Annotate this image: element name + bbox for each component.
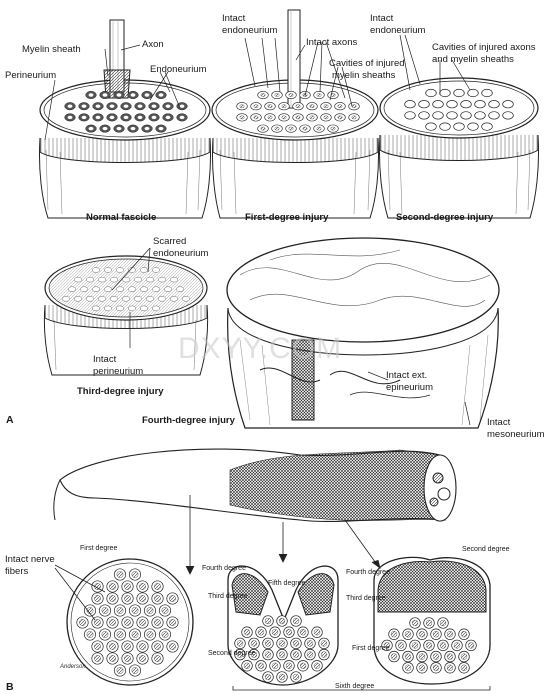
label-scarred-endoneurium: Scarred [153, 236, 186, 247]
label-myelin-sheath: Myelin sheath [22, 44, 81, 55]
panel-label-a: A [6, 414, 14, 426]
label-endoneurium: Endoneurium [150, 64, 207, 75]
label-intact-endoneurium-b: Intact [370, 13, 394, 24]
label-cavities-axons-2: and myelin sheaths [432, 54, 514, 65]
label-intact-mesoneurium: Intact [487, 417, 511, 428]
caption-second: Second-degree injury [396, 212, 494, 223]
nerve-trunk-drawing [53, 448, 457, 522]
label-cavities-myelin: Cavities of injured [329, 58, 405, 69]
label-axon: Axon [142, 39, 164, 50]
label-intact-axons: Intact axons [306, 37, 357, 48]
label-first-degree-a: First degree [80, 545, 117, 552]
caption-normal: Normal fascicle [86, 212, 156, 223]
label-fourth-degree-b: Fourth degree [346, 569, 390, 576]
caption-fourth: Fourth-degree injury [142, 415, 236, 426]
label-intact-ext-epineurium: Intact ext. [386, 370, 427, 381]
label-intact-mesoneurium-2: mesoneurium [487, 429, 545, 440]
caption-third: Third-degree injury [77, 386, 164, 397]
label-cavities-myelin-2: myelin sheaths [332, 70, 396, 81]
label-second-degree-a: Second degree [208, 650, 256, 657]
label-intact-endoneurium-b-2: endoneurium [370, 25, 426, 36]
cross-section-middle [227, 565, 339, 686]
cross-section-first [66, 558, 194, 686]
label-intact-endoneurium-a: Intact [222, 13, 246, 24]
label-cavities-axons: Cavities of injured axons [432, 42, 536, 53]
label-fourth-degree-a: Fourth degree [202, 565, 246, 572]
label-scarred-endoneurium-2: endoneurium [153, 248, 209, 259]
panel-label-b: B [6, 681, 14, 693]
label-intact-ext-epineurium-2: epineurium [386, 382, 433, 393]
label-intact-endoneurium-a-2: endoneurium [222, 25, 278, 36]
second-degree-drawing [378, 77, 540, 219]
label-first-degree-b: First degree [352, 645, 389, 652]
third-degree-drawing [43, 255, 209, 376]
label-second-degree-b: Second degree [462, 546, 510, 553]
caption-first: First-degree injury [245, 212, 329, 223]
cross-section-right [373, 556, 491, 685]
label-third-degree-b: Third degree [346, 595, 386, 602]
label-intact-nerve-fibers-2: fibers [5, 566, 28, 577]
label-intact-perineurium: Intact [93, 354, 117, 365]
panel-b-leaders [54, 495, 491, 691]
label-fifth-degree: Fifth degree [268, 580, 305, 587]
label-intact-nerve-fibers: Intact nerve [5, 554, 55, 565]
fourth-degree-drawing [226, 237, 500, 429]
label-third-degree-a: Third degree [208, 593, 248, 600]
label-sixth-degree: Sixth degree [335, 683, 374, 690]
label-perineurium: Perineurium [5, 70, 56, 81]
normal-fascicle-drawing [38, 19, 212, 219]
top-leaders [44, 34, 471, 426]
watermark: DXYY.COM [178, 332, 342, 365]
first-degree-drawing [211, 9, 380, 219]
signature: Anderson [59, 664, 86, 670]
label-intact-perineurium-2: perineurium [93, 366, 143, 377]
